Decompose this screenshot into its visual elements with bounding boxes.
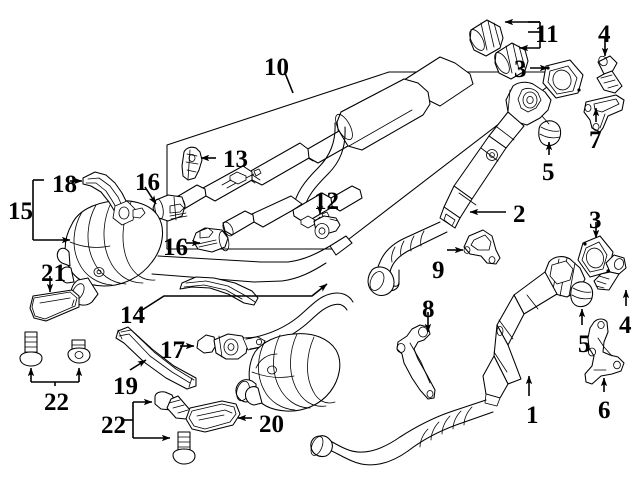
part-15b-rear-muffler-right xyxy=(235,292,354,412)
callout-3-lower: 3 xyxy=(589,207,602,234)
part-1-catalytic-converter-right xyxy=(310,256,586,466)
part-6-mounting-bracket xyxy=(584,318,625,385)
part-5a-mount-insulator xyxy=(538,120,562,147)
callout-4-upper: 4 xyxy=(598,21,611,48)
part-22b-bolt-upper xyxy=(154,391,191,420)
callout-12: 12 xyxy=(314,188,339,215)
part-22a-bolt-long xyxy=(19,331,43,367)
leader-lines xyxy=(27,18,630,442)
part-14-tailpipe-hanger xyxy=(151,235,353,306)
callout-11: 11 xyxy=(535,21,559,48)
callout-9: 9 xyxy=(432,257,445,284)
part-21-heat-shield-pad xyxy=(29,289,80,322)
callout-22-left: 22 xyxy=(44,389,69,416)
part-18-hanger-strap xyxy=(82,171,146,226)
callout-10: 10 xyxy=(264,54,289,81)
part-4b-flange-bolt xyxy=(593,254,627,291)
callout-17: 17 xyxy=(160,337,185,364)
callout-1: 1 xyxy=(526,402,539,429)
callout-3-upper: 3 xyxy=(514,56,527,83)
part-13-hanger-bracket xyxy=(181,146,203,181)
part-16a-mount-clamp xyxy=(152,194,188,222)
callout-16-upper: 16 xyxy=(135,169,160,196)
part-11-seal-sleeves xyxy=(469,19,529,80)
part-7-support-bracket xyxy=(583,94,625,133)
callout-21: 21 xyxy=(41,260,66,287)
callout-2: 2 xyxy=(513,201,526,228)
callout-5-lower: 5 xyxy=(578,331,591,358)
part-5b-mount-insulator xyxy=(570,281,594,308)
callout-8: 8 xyxy=(422,296,435,323)
callout-20: 20 xyxy=(259,411,284,438)
callout-7: 7 xyxy=(589,127,602,154)
part-4a-flange-bolt xyxy=(596,55,623,94)
part-2-catalytic-converter-left xyxy=(439,81,552,229)
part-22a-bolt-short xyxy=(67,339,91,364)
callout-14: 14 xyxy=(120,302,145,329)
part-2-downpipe-flex xyxy=(367,221,448,296)
part-12-roller-clamp xyxy=(313,215,341,239)
callout-15: 15 xyxy=(8,198,33,225)
callout-13: 13 xyxy=(223,146,248,173)
part-20-heat-shield-pad xyxy=(185,400,241,433)
part-10-resonator-y-pipe xyxy=(174,56,474,237)
callout-4-lower: 4 xyxy=(619,312,632,339)
part-9-pipe-bracket xyxy=(463,229,501,265)
callout-16-lower: 16 xyxy=(163,234,188,261)
part-16b-mount-clamp xyxy=(192,227,230,253)
callout-18: 18 xyxy=(52,171,77,198)
part-3a-exhaust-gasket xyxy=(542,59,584,99)
callout-19: 19 xyxy=(113,373,138,400)
part-3b-exhaust-gasket xyxy=(577,235,614,278)
callout-5-upper: 5 xyxy=(542,159,555,186)
callout-6: 6 xyxy=(598,397,611,424)
callout-22-right: 22 xyxy=(101,412,126,439)
part-22b-bolt-lower xyxy=(172,431,196,465)
part-19-hanger-rod xyxy=(115,326,197,390)
part-8-brace-arm xyxy=(396,324,436,400)
part-15-rear-muffler-left xyxy=(56,200,164,306)
